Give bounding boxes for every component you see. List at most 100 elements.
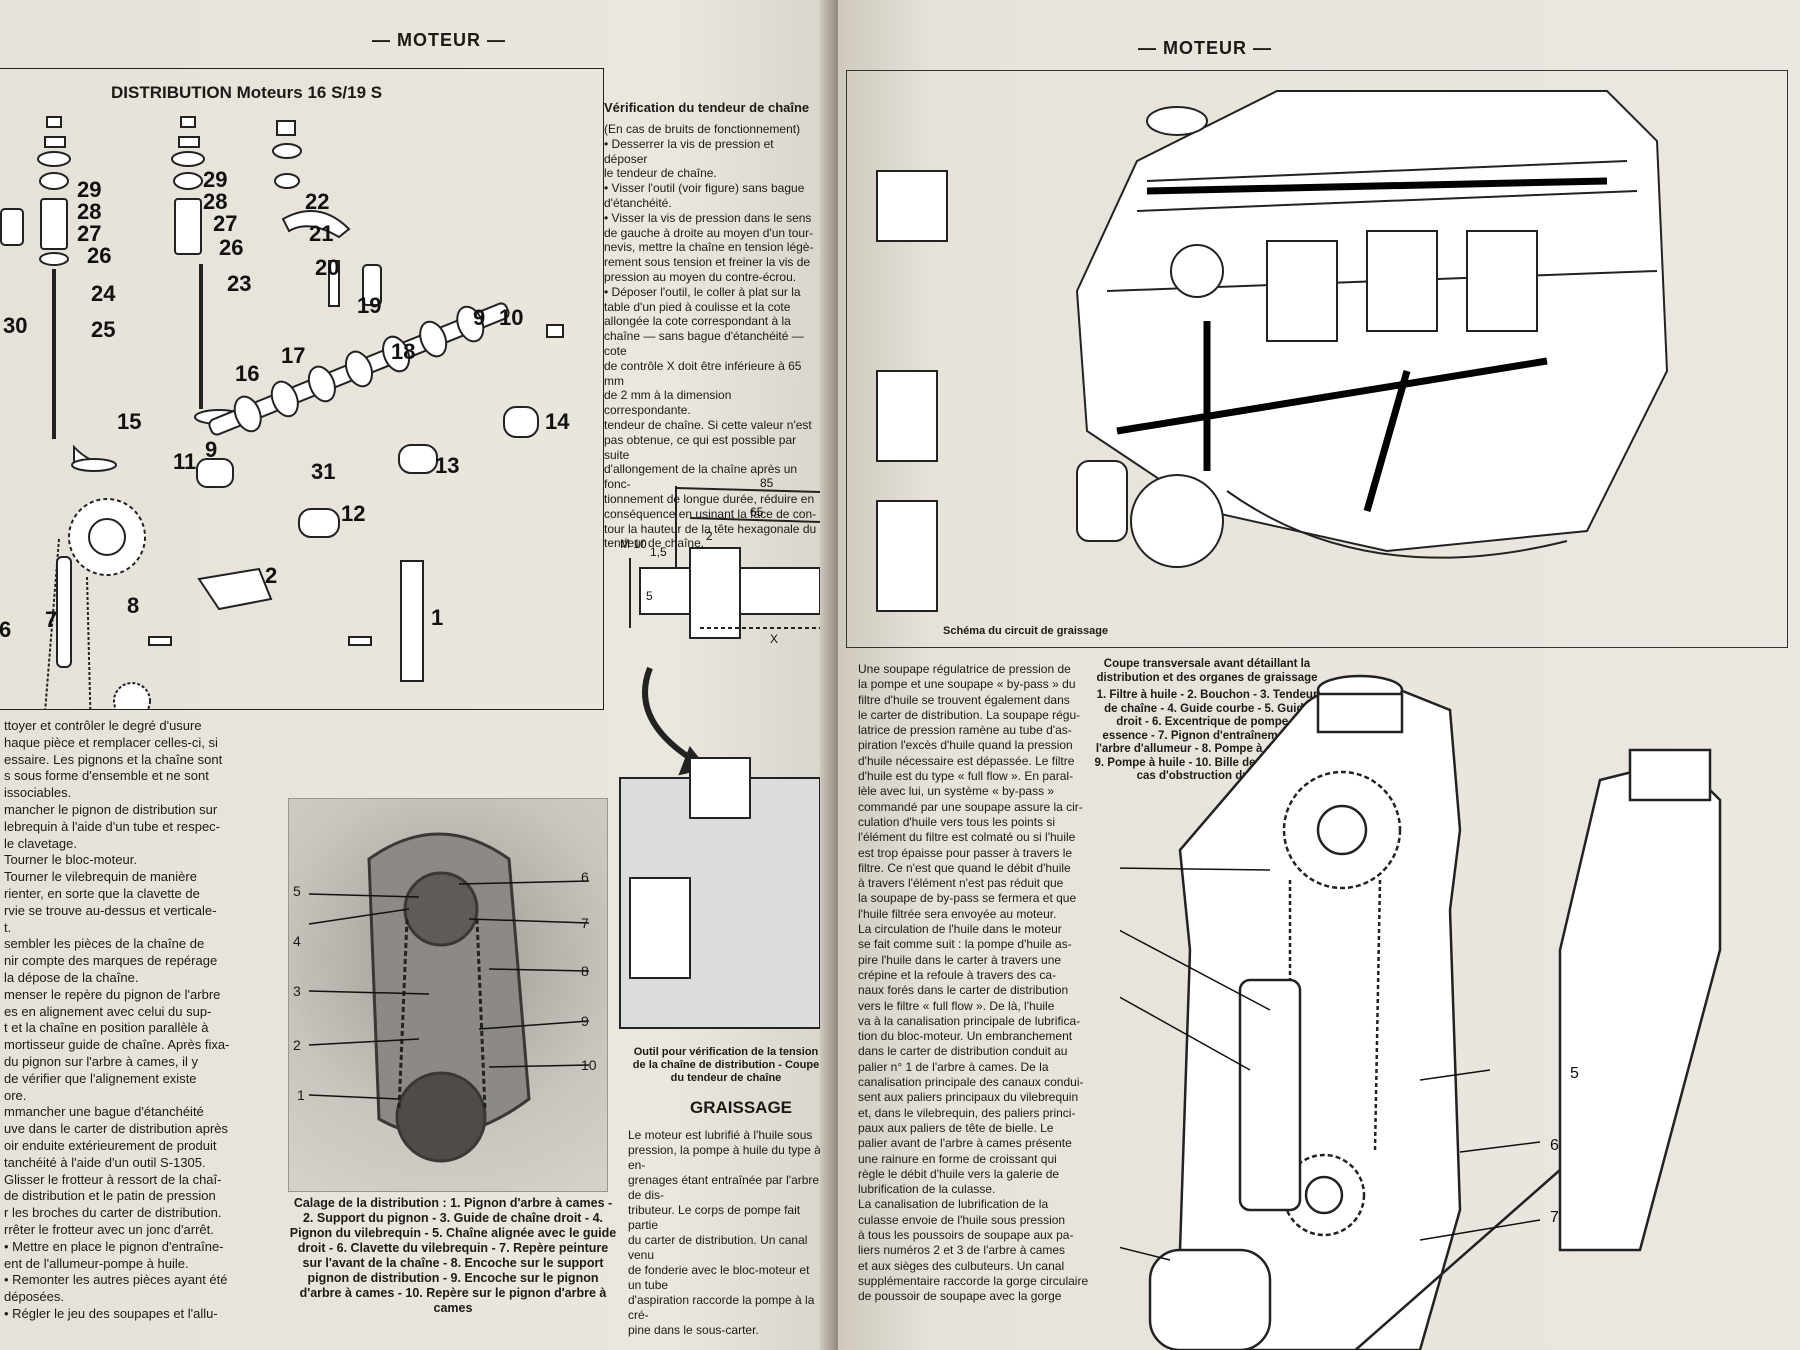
- text-line: d'aspiration raccorde la pompe à la cré-: [628, 1293, 815, 1322]
- text-line: nir compte des marques de repérage: [4, 953, 218, 969]
- text-line: et aux sièges des culbuteurs. Un canal: [858, 1258, 1065, 1273]
- text-line: pine dans le sous-carter.: [628, 1323, 759, 1337]
- text-line: rement sous tension et freiner la vis de: [604, 255, 811, 270]
- text-line: nevis, mettre la chaîne en tension légè-: [604, 240, 814, 255]
- text-line: lèle avec lui, un système « by-pass »: [858, 784, 1055, 799]
- text-line: rrêter le frotteur avec un jonc d'arrêt.: [4, 1221, 214, 1237]
- text-line: es en alignement avec celui du sup-: [4, 1003, 212, 1019]
- text-line: ore.: [4, 1087, 27, 1103]
- diagram-label: 28: [77, 199, 101, 224]
- text-line: lubrification de la culasse.: [858, 1182, 996, 1197]
- text-line: r les broches du carter de distribution.: [4, 1205, 222, 1221]
- dim-label: 1,5: [650, 545, 667, 559]
- text-line: allongée la cote correspondant à la: [604, 314, 791, 329]
- text-line: est trop épaisse pour passer à travers l…: [858, 845, 1073, 860]
- text-line: pression au moyen du contre-écrou.: [604, 269, 797, 284]
- text-line: naux forés dans le carter de distributio…: [858, 983, 1069, 998]
- text-line: dans le carter de distribution conduit a…: [858, 1044, 1068, 1059]
- photo-caption: Calage de la distribution : 1. Pignon d'…: [289, 1196, 617, 1315]
- text-line: de contrôle X doit être inférieure à 65 …: [604, 358, 802, 388]
- text-line: • Desserrer la vis de pression et dépose…: [604, 136, 774, 166]
- text-line: La circulation de l'huile dans le moteur: [858, 922, 1062, 937]
- text-line: Glisser le frotteur à ressort de la chaî…: [4, 1171, 222, 1187]
- diagram-label: 9: [473, 305, 485, 330]
- text-line: du pignon sur l'arbre à cames, il y: [4, 1053, 198, 1069]
- photo-label: 1: [297, 1087, 305, 1103]
- photo-label: 4: [293, 933, 301, 949]
- text-line: de fonderie avec le bloc-moteur et un tu…: [628, 1263, 810, 1292]
- text-line: pas obtenue, ce qui est possible par sui…: [604, 432, 797, 462]
- timing-photo-drawing: [308, 832, 590, 1163]
- tool-caption: Outil pour vérification de la tension de…: [632, 1046, 820, 1084]
- text-line: va à la canalisation principale de lubri…: [858, 1013, 1081, 1028]
- text-line: supplémentaire raccorde la gorge circula…: [858, 1273, 1089, 1288]
- distribution-diagram: DISTRIBUTION Moteurs 16 S/19 S: [0, 68, 604, 710]
- text-line: Le moteur est lubrifié à l'huile sous: [628, 1128, 813, 1142]
- text-line: tion du bloc-moteur. Un embranchement: [858, 1029, 1073, 1044]
- photo-label: 3: [293, 983, 301, 999]
- text-line: tionnement de longue durée, réduire en: [604, 491, 815, 506]
- text-line: déposées.: [4, 1289, 64, 1305]
- text-line: • Remonter les autres pièces ayant été: [4, 1272, 228, 1288]
- engine-cutaway-drawing: [876, 90, 1669, 612]
- text-line: le carter de distribution. La soupape ré…: [858, 707, 1081, 722]
- diagram-label: 9: [205, 437, 217, 462]
- photo-label: 8: [581, 963, 589, 979]
- text-line: de gauche à droite au moyen d'un tour-: [604, 225, 814, 240]
- text-line: rvie se trouve au-dessus et verticale-: [4, 902, 217, 918]
- diagram-label: 24: [91, 281, 116, 306]
- text-line: • Mettre en place le pignon d'entraîne-: [4, 1238, 224, 1254]
- graissage-title: GRAISSAGE: [690, 1098, 793, 1117]
- diagram-label: 13: [435, 453, 459, 478]
- text-line: • Visser l'outil (voir figure) sans bagu…: [604, 181, 805, 196]
- photo-label: 9: [581, 1013, 589, 1029]
- text-line: de poussoir de soupape avec la gorge: [858, 1289, 1062, 1304]
- text-line: l'huile filtrée sera envoyée au moteur.: [858, 906, 1057, 921]
- diagram-label: 18: [391, 339, 415, 364]
- diagram-label: 31: [311, 459, 335, 484]
- right-page-header: — MOTEUR —: [1138, 38, 1272, 58]
- text-line: • Régler le jeu des soupapes et l'allu-: [4, 1305, 218, 1321]
- text-line: • Visser la vis de pression dans le sens: [604, 210, 812, 225]
- text-line: piration l'excès d'huile quand la pressi…: [858, 738, 1073, 753]
- text-line: tanchéité à l'aide d'un outil S-1305.: [4, 1154, 206, 1170]
- text-line: de distribution et le patin de pression: [4, 1188, 216, 1204]
- diagram-label: 6: [0, 617, 11, 642]
- text-line: une rainure en forme de croissant qui: [858, 1151, 1057, 1166]
- text-line: s sous forme d'ensemble et ne sont: [4, 768, 209, 784]
- diagram-label: 22: [305, 189, 329, 214]
- text-line: culasse envoie de l'huile sous pression: [858, 1212, 1066, 1227]
- diagram-label: 17: [281, 343, 305, 368]
- diagram-label: 29: [203, 167, 227, 192]
- left-body-text: ttoyer et contrôler le degré d'usure haq…: [4, 718, 266, 1323]
- lubrication-circuit-figure: Schéma du circuit de graissage: [846, 70, 1788, 648]
- text-line: d'étanchéité.: [604, 195, 672, 210]
- text-line: de 2 mm à la dimension correspondante.: [604, 388, 732, 418]
- text-line: de vérifier que l'alignement existe: [4, 1070, 197, 1086]
- coupe-label: 5: [1570, 1065, 1579, 1082]
- text-line: uve dans le carter de distribution après: [4, 1121, 229, 1137]
- text-line: palier n° 1 de l'arbre à cames. De la: [858, 1059, 1049, 1074]
- diagram-label: 27: [213, 211, 237, 236]
- text-line: se fait comme suit : la pompe d'huile as…: [858, 937, 1072, 952]
- coupe-caption-title: Coupe transversale avant détaillant la d…: [1096, 658, 1318, 684]
- text-line: • Déposer l'outil, le coller à plat sur …: [604, 284, 801, 299]
- diagram-label: 21: [309, 221, 333, 246]
- text-line: La canalisation de lubrification de la: [858, 1197, 1049, 1212]
- text-line: commandé par une soupape assure la cir-: [858, 799, 1083, 814]
- text-line: (En cas de bruits de fonctionnement): [604, 122, 801, 136]
- text-line: ent de l'allumeur-pompe à huile.: [4, 1255, 189, 1271]
- exploded-view: 29 28 27 26 24 25 30 29 28 27 26 23 16 1…: [0, 116, 570, 709]
- diagram-label: 23: [227, 271, 251, 296]
- timing-photo: 5 6 4 7 3 8 9 2 10 1: [288, 798, 608, 1192]
- photo-label: 10: [581, 1057, 597, 1073]
- verification-title: Vérification du tendeur de chaîne: [604, 100, 810, 115]
- text-line: table d'un pied à coulisse et la cote: [604, 299, 791, 314]
- text-line: le clavetage.: [4, 835, 77, 851]
- text-line: pire l'huile dans le carter à travers un…: [858, 952, 1062, 967]
- text-line: sembler les pièces de la chaîne de: [4, 936, 205, 952]
- text-line: à tous les poussoirs de soupape aux pa-: [858, 1227, 1074, 1242]
- text-line: d'huile est du type « full flow ». En pa…: [858, 769, 1074, 784]
- text-line: mancher le pignon de distribution sur: [4, 801, 218, 817]
- dim-label: X: [770, 632, 778, 646]
